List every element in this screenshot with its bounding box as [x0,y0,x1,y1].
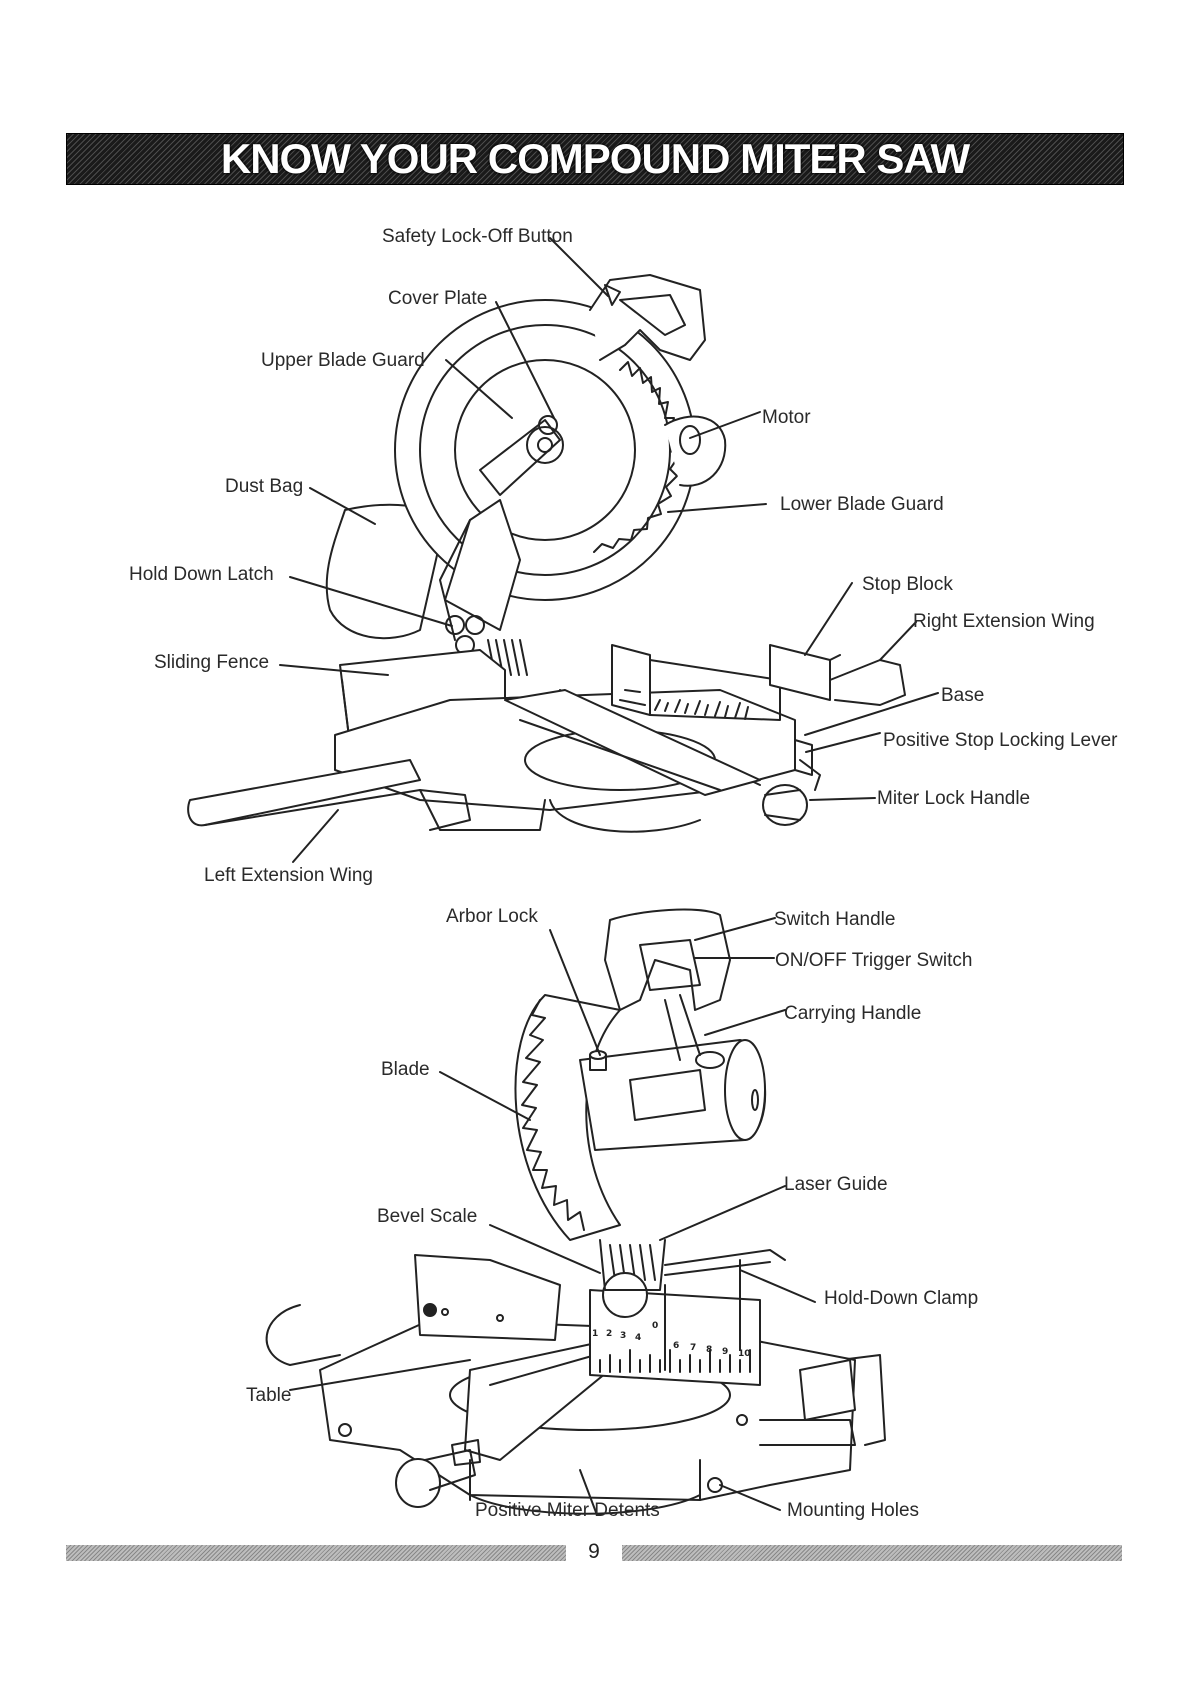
scale-number: 6 [673,1341,679,1351]
label-table: Table [246,1385,292,1406]
label-miter-lock-handle: Miter Lock Handle [877,788,1031,809]
label-hold-down-clamp: Hold-Down Clamp [824,1288,979,1309]
label-upper-blade-guard: Upper Blade Guard [261,350,425,371]
label-mounting-holes: Mounting Holes [787,1500,920,1521]
label-bevel-scale: Bevel Scale [377,1206,478,1227]
label-positive-miter-detents: Positive Miter Detents [475,1500,660,1521]
footer-bar-right [622,1545,1122,1561]
label-right-extension-wing: Right Extension Wing [913,611,1095,632]
bottom-fence-shape [414,1254,561,1341]
label-positive-stop-locking-lever: Positive Stop Locking Lever [883,730,1118,751]
scale-number: 0 [652,1321,658,1331]
header-banner: KNOW YOUR COMPOUND MITER SAW [66,133,1124,185]
left-wing-shape [187,759,421,827]
scale-number: 9 [722,1347,728,1357]
label-base: Base [941,685,985,706]
top-saw-drawing [187,274,906,833]
label-dust-bag: Dust Bag [225,476,304,497]
label-safety-lock-off-button: Safety Lock-Off Button [382,226,573,247]
scale-number: 7 [690,1343,696,1353]
label-left-extension-wing: Left Extension Wing [204,865,373,886]
miter-knob-shape [762,784,808,826]
bottom-handle-shape [604,908,731,1011]
hold-down-clamp-shape [664,1249,786,1276]
bottom-saw-drawing [265,908,886,1515]
label-sliding-fence: Sliding Fence [154,652,270,673]
scale-number: 4 [635,1333,641,1343]
stop-block-shape [769,644,831,701]
label-laser-guide: Laser Guide [784,1174,888,1195]
label-cover-plate: Cover Plate [388,288,488,309]
label-hold-down-latch: Hold Down Latch [129,564,274,585]
bottom-leader-lines [289,917,816,1516]
footer-bar-left [66,1545,566,1561]
bottom-knob-shape [395,1458,441,1508]
bevel-scale-numbers: 1 2 3 4 0 6 7 8 9 10 [592,1321,751,1359]
label-motor: Motor [762,407,811,428]
top-leader-lines [279,237,939,863]
scale-number: 10 [738,1349,751,1359]
spring-shape [487,639,528,676]
scale-number: 2 [606,1329,612,1339]
scale-number: 8 [706,1345,712,1355]
label-arbor-lock: Arbor Lock [446,906,538,927]
label-carrying-handle: Carrying Handle [784,1003,922,1024]
upper-blade-guard-shape [394,299,696,601]
page-number: 9 [588,1540,600,1563]
scale-number: 1 [592,1329,598,1339]
label-blade: Blade [381,1059,430,1080]
label-on-off-trigger-switch: ON/OFF Trigger Switch [775,950,973,971]
label-lower-blade-guard: Lower Blade Guard [780,494,944,515]
label-stop-block: Stop Block [862,574,953,595]
scale-number: 3 [620,1331,626,1341]
top-handle-shape [589,274,706,361]
page-title: KNOW YOUR COMPOUND MITER SAW [220,135,970,182]
label-switch-handle: Switch Handle [774,909,896,930]
